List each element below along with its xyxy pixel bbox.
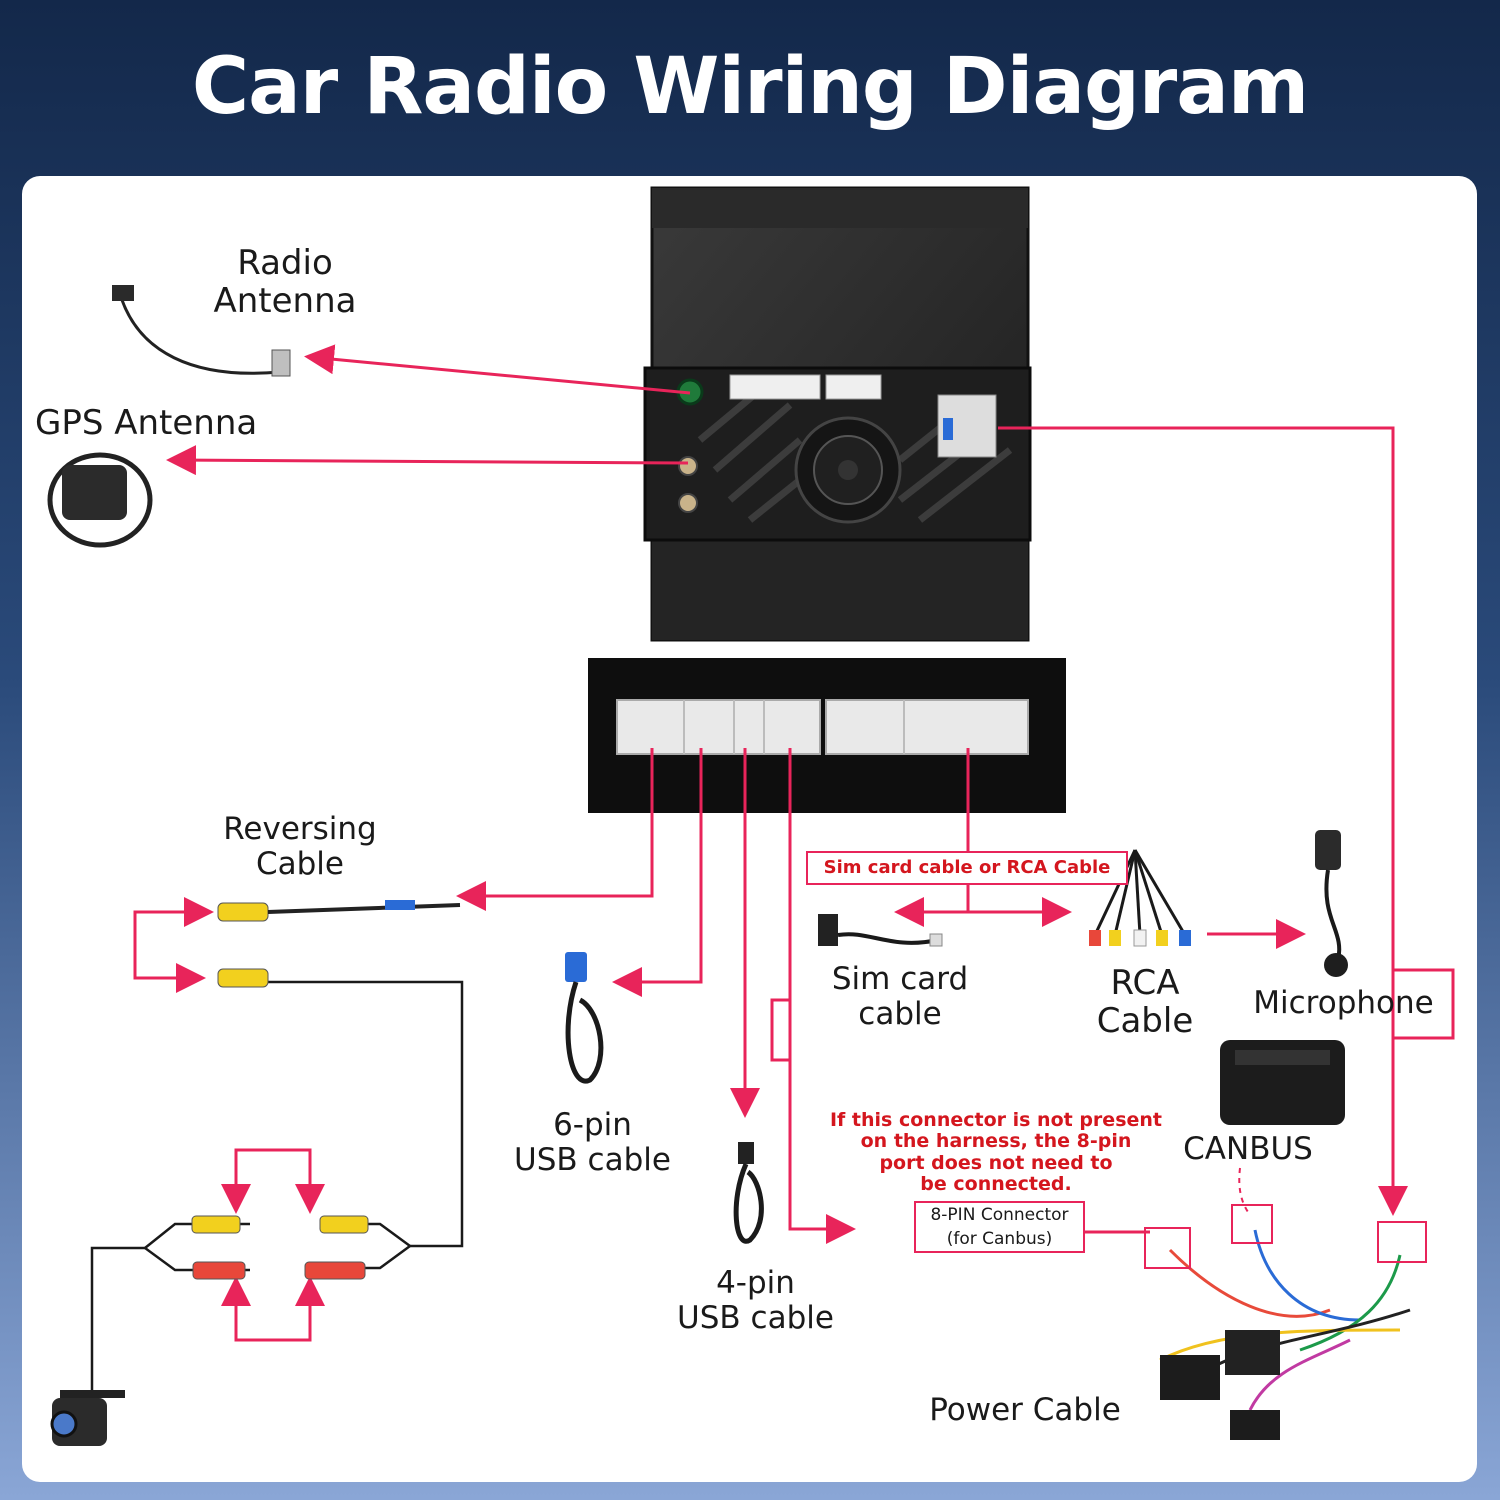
sim-card-cable-image [818,914,943,947]
power-cable-label: Power Cable [929,1392,1121,1428]
reversing-cable-label: Reversing Cable [223,811,377,882]
radio-antenna-cable [112,285,291,377]
wire-gps-antenna [166,445,689,476]
usb4-cable-image [733,1142,764,1244]
rca-plugs [1089,929,1191,947]
usb4-label: 4-pin USB cable [677,1265,834,1336]
microphone-label: Microphone [1253,985,1434,1021]
sim-or-rca-label: Sim card cable or RCA Cable [806,851,1128,885]
wire-canbus [788,748,856,1244]
gps-antenna-label: GPS Antenna [35,403,258,443]
wire-usb6 [612,748,703,997]
head-unit [643,186,1032,642]
wiring [133,344,1455,1342]
canbus-box-image [1220,1040,1345,1125]
wire-power-main [998,426,1408,1216]
page-title: Car Radio Wiring Diagram [191,42,1309,132]
wire-reversing [456,748,654,911]
canbus-note: If this connector is not present on the … [829,1109,1162,1195]
microphone-image [1315,830,1348,977]
usb6-label: 6-pin USB cable [514,1107,671,1178]
camera-rca-plugs [191,1215,369,1280]
harness-connector-block [588,658,1066,813]
reversing-cable-image [217,900,461,988]
camera-wiring [90,980,464,1395]
power-cable-image [1144,1204,1427,1440]
radio-antenna-label: Radio Antenna [213,243,357,322]
connector8-label: 8-PIN Connector (for Canbus) [914,1201,1085,1253]
sim-card-cable-label: Sim card cable [831,961,969,1032]
rca-cable-label: RCA Cable [1096,963,1194,1042]
wire-reversing-loop [133,910,200,980]
wire-radio-antenna [304,344,691,395]
gps-antenna-puck [47,452,153,548]
usb6-cable-image [565,952,604,1084]
canbus-label: CANBUS [1183,1131,1313,1167]
rca-cable-image [1093,849,1187,936]
backup-camera [50,1390,125,1446]
